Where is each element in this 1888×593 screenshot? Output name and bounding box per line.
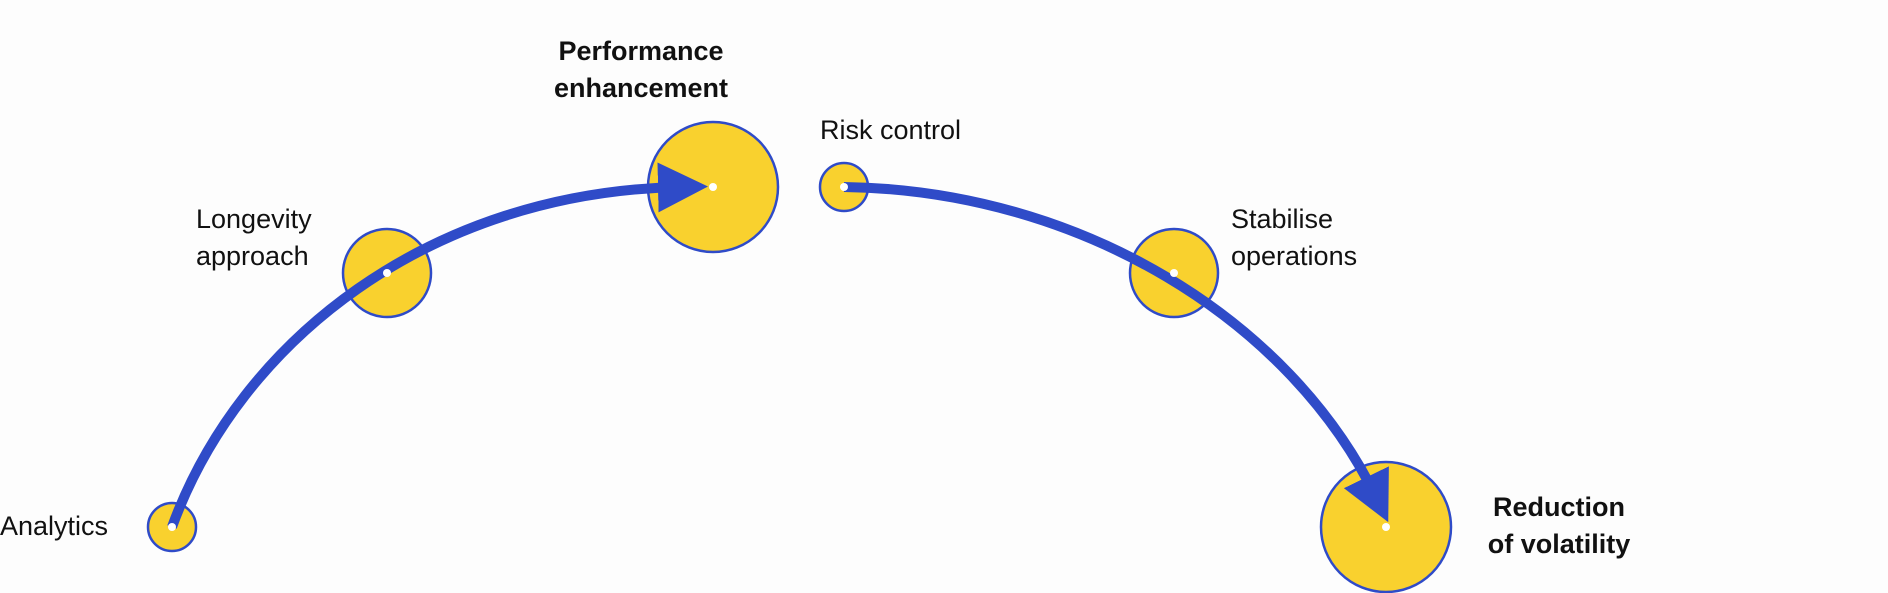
node-dot-longevity (383, 269, 391, 277)
label-line: of volatility (1487, 529, 1631, 559)
node-dot-risk (840, 183, 848, 191)
label-line: enhancement (553, 73, 729, 103)
label-line: operations (1231, 241, 1358, 271)
node-dot-performance (709, 183, 717, 191)
label-line: Risk control (820, 115, 962, 145)
label-line: Stabilise (1231, 204, 1334, 234)
label-line: Reduction (1493, 492, 1625, 522)
label-line: Performance (558, 36, 724, 66)
label-line: Analytics (0, 511, 109, 541)
label-longevity: Longevity approach (196, 201, 312, 275)
label-analytics: Analytics (0, 508, 108, 545)
label-reduction: Reduction of volatility (1469, 489, 1649, 563)
node-dot-stabilise (1170, 269, 1178, 277)
label-stabilise: Stabilise operations (1231, 201, 1357, 275)
node-dot-analytics (168, 523, 176, 531)
arrow-stability (843, 182, 1389, 523)
label-risk: Risk control (820, 112, 961, 149)
label-line: Longevity (196, 204, 312, 234)
node-dot-reduction (1382, 523, 1390, 531)
arrow-growth (167, 162, 708, 529)
label-performance: Performance enhancement (541, 33, 741, 107)
label-line: approach (196, 241, 309, 271)
